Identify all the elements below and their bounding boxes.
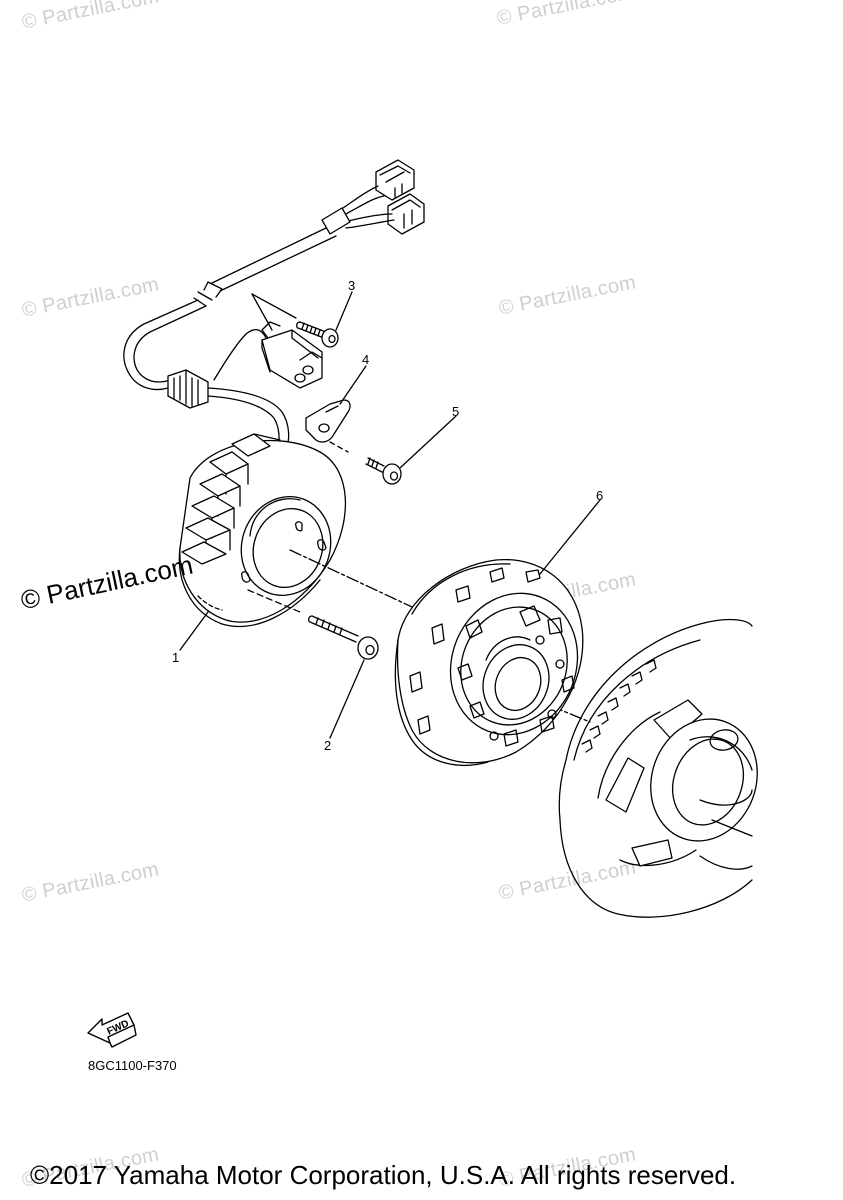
leader-3 [335,291,353,331]
diagram-code: 8GC1100-F370 [88,1058,177,1073]
pickup-coil [261,321,323,389]
connector-upper [375,159,415,201]
rotor-6 [394,558,584,766]
copyright-notice: ©2017 Yamaha Motor Corporation, U.S.A. A… [30,1160,737,1190]
callout-6: 6 [596,488,604,503]
grommet [167,369,209,409]
stator-1 [178,433,346,628]
leader-5 [399,415,457,469]
bracket-4 [305,399,351,443]
leader-6 [539,499,601,575]
callout-1: 1 [172,650,180,665]
wire-harness [123,159,425,453]
callout-3: 3 [348,278,356,293]
leader-1 [179,611,209,651]
callout-2: 2 [324,738,332,753]
callout-5: 5 [452,404,460,419]
leader-4 [339,365,367,405]
callout-4: 4 [362,352,370,367]
starter-gear [558,618,758,918]
connector-lower [387,193,425,235]
fwd-arrow-icon: FWD [87,1012,137,1048]
bolt-3 [296,321,339,348]
bolt-5 [329,441,402,485]
leader-2 [329,659,365,739]
bolt-2 [247,589,379,660]
